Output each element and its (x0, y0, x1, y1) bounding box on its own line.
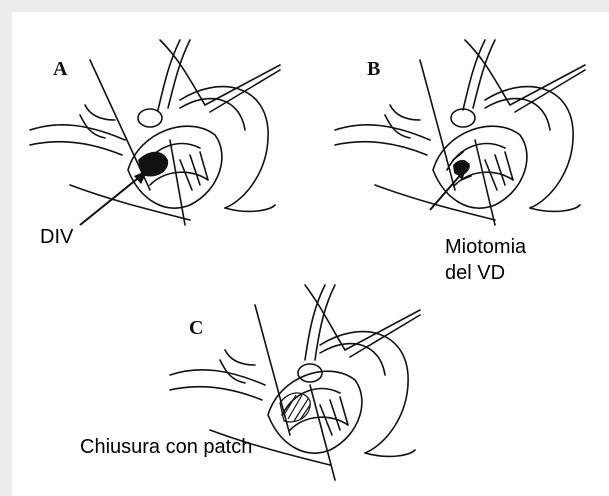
heart-surgery-illustration-b (335, 20, 585, 240)
caption-a-line-1: DIV (40, 224, 73, 250)
caption-b: Miotomia del VD (445, 234, 526, 286)
heart-surgery-illustration-a (30, 20, 280, 240)
caption-c: Chiusura con patch (80, 434, 252, 460)
caption-b-line-2: del VD (445, 260, 526, 286)
caption-c-line-1: Chiusura con patch (80, 434, 252, 460)
panel-b: B (335, 20, 585, 220)
frame-border-top (0, 0, 609, 12)
pointer-arrow-icon (80, 170, 148, 225)
frame-border-left (0, 0, 12, 496)
caption-a: DIV (40, 224, 73, 250)
panel-a: A (30, 20, 280, 220)
caption-b-line-1: Miotomia (445, 234, 526, 260)
